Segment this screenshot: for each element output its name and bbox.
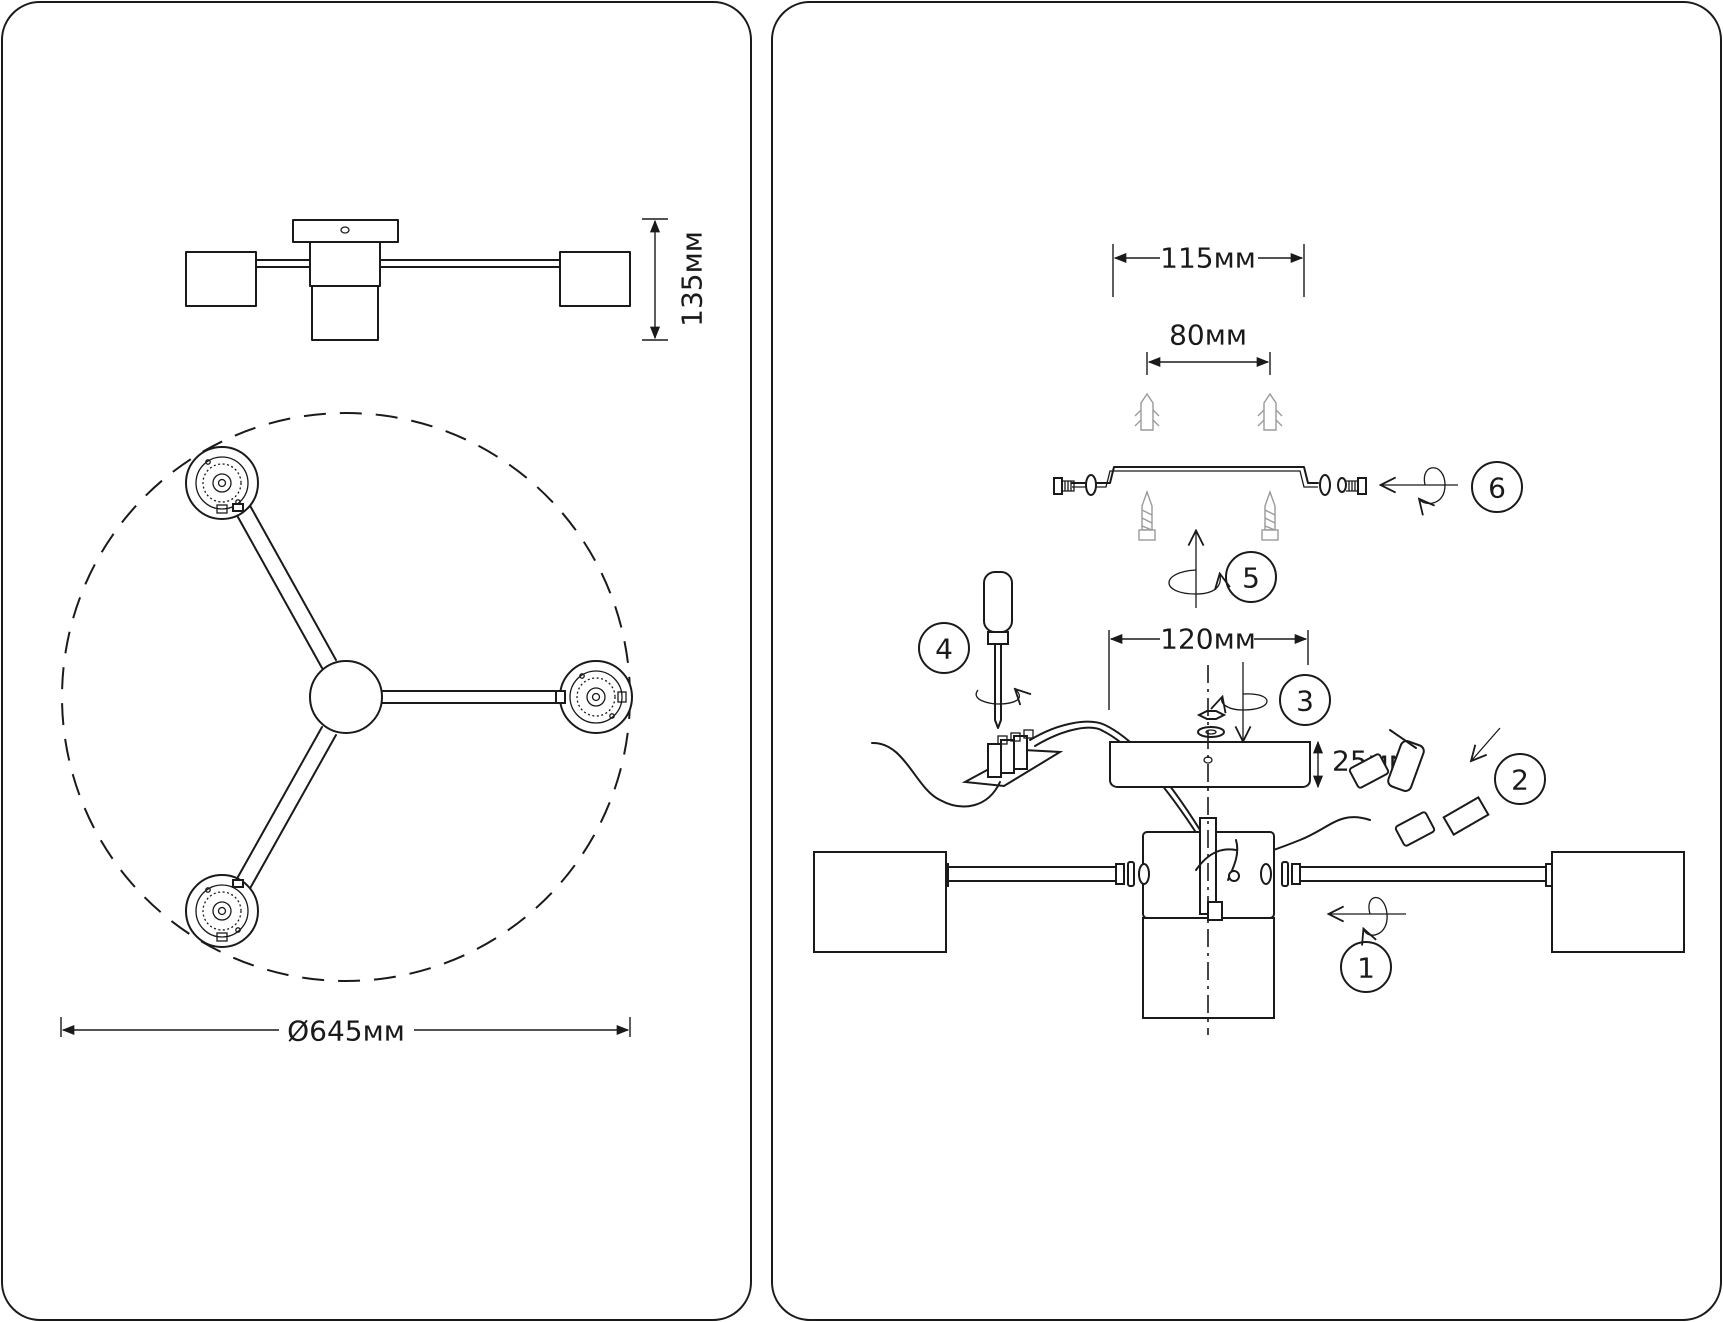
svg-text:4: 4: [935, 633, 953, 666]
lamp-shade-left: [813, 851, 947, 953]
right-panel-frame: [771, 1, 1722, 1321]
wall-plug-icon: [1134, 392, 1283, 431]
step-badge-2: 2: [1494, 753, 1546, 805]
mounting-bracket: [1053, 466, 1367, 496]
screw-icon: [1346, 477, 1367, 495]
svg-text:6: 6: [1488, 472, 1506, 505]
left-panel-frame: [1, 1, 752, 1321]
lamp-arm-left: [941, 861, 1150, 887]
svg-text:5: 5: [1242, 562, 1260, 595]
height-label: 135мм: [676, 231, 709, 327]
step-badge-4: 4: [918, 622, 970, 674]
step-badge-6: 6: [1471, 461, 1523, 513]
washer-icon: [1085, 474, 1097, 496]
lamp-head-bottom: [185, 874, 259, 948]
dim-115-label: 115мм: [1160, 242, 1256, 275]
diameter-dimension: Ø645мм: [60, 1015, 631, 1048]
dimension-120: 120мм: [1108, 623, 1309, 710]
svg-text:3: 3: [1296, 685, 1314, 718]
step-badge-5: 5: [1225, 551, 1277, 603]
step-badge-3: 3: [1279, 674, 1331, 726]
nut-icon: [1196, 710, 1227, 738]
arrow-icon: [1472, 727, 1501, 760]
svg-text:2: 2: [1511, 764, 1529, 797]
rotate-arrow-icon: [1382, 467, 1458, 504]
down-arrow-icon: [1222, 662, 1268, 740]
cables: [871, 720, 1201, 835]
dim-80-label: 80мм: [1169, 319, 1247, 352]
lamp-shade-right: [1551, 851, 1685, 953]
screwdriver-icon: [975, 571, 1019, 729]
side-view: [185, 219, 631, 341]
dimension-115: 115мм: [1112, 242, 1305, 297]
lamp-head-right: [555, 660, 633, 734]
dim-120-label: 120мм: [1160, 623, 1256, 656]
wire-connector: [1239, 729, 1490, 861]
up-arrow-icon: [1168, 532, 1220, 608]
top-view-fixture: [185, 446, 633, 948]
lamp-arm-right: [1260, 861, 1553, 887]
height-dimension: 135мм: [642, 218, 709, 341]
diameter-label: Ø645мм: [287, 1015, 405, 1048]
lamp-head-top: [185, 446, 259, 520]
svg-text:1: 1: [1357, 952, 1375, 985]
screw-icon: [1053, 477, 1075, 495]
terminal-block: [961, 729, 1064, 788]
step-badge-1: 1: [1340, 941, 1392, 993]
rotate-arrow-icon: [1330, 896, 1406, 935]
ceiling-canopy: [1109, 741, 1311, 788]
wood-screw-icon: [1138, 489, 1279, 541]
washer-icon: [1319, 474, 1331, 496]
dimension-80: 80мм: [1146, 319, 1271, 375]
